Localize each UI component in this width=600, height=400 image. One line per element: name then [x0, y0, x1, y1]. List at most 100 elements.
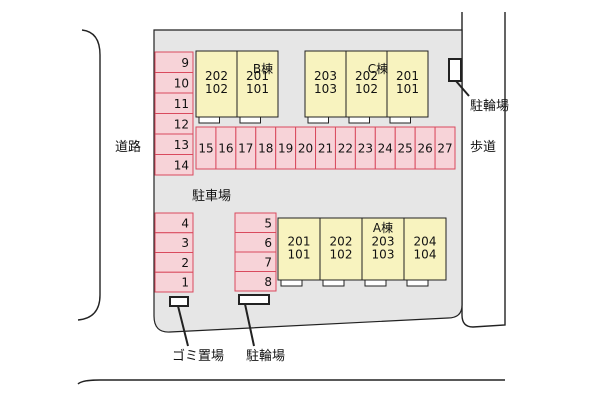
entrance-step: [406, 279, 429, 287]
parking-stall: 4: [154, 212, 194, 234]
parking-stall-number: 6: [264, 236, 272, 250]
entrance-step: [239, 116, 261, 124]
garbage-box: [169, 296, 189, 307]
unit-number-upper: 201: [396, 69, 419, 83]
parking-stall-number: 16: [218, 142, 233, 156]
parking-stall: 3: [154, 232, 194, 253]
bike-parking-bottom-leader: [244, 303, 255, 347]
unit-number-upper: 202: [330, 234, 353, 248]
parking-stall: 22: [334, 126, 356, 170]
parking-stall: 27: [434, 126, 456, 170]
parking-stall-number: 18: [258, 142, 273, 156]
parking-stall: 19: [275, 126, 297, 170]
parking-stall-number: 2: [181, 256, 189, 270]
parking-group-left-bottom: 4 3 2 1: [154, 212, 194, 293]
parking-stall-number: 12: [174, 117, 189, 131]
parking-stall-number: 23: [358, 142, 373, 156]
parking-stall: 24: [374, 126, 396, 170]
parking-stall-number: 25: [398, 142, 413, 156]
parking-stall-box: [154, 271, 194, 293]
unit-number-lower: 104: [414, 247, 437, 261]
unit-number-upper: 202: [355, 69, 378, 83]
parking-stall-number: 22: [338, 142, 353, 156]
parking-stall-number: 27: [437, 142, 452, 156]
parking-stall-number: 14: [174, 158, 189, 172]
parking-stall: 18: [255, 126, 277, 170]
parking-stall-number: 26: [417, 142, 432, 156]
parking-stall: 14: [154, 154, 194, 176]
parking-stall: 16: [215, 126, 237, 170]
unit-number-upper: 204: [414, 234, 437, 248]
unit-number-upper: 201: [246, 69, 269, 83]
parking-stall-number: 1: [181, 276, 189, 290]
parking-stall-number: 10: [174, 76, 189, 90]
parking-group-left-top: 9 10 11 12 13 14: [154, 51, 194, 176]
unit-number-upper: 203: [314, 69, 337, 83]
parking-stall-number: 21: [318, 142, 333, 156]
entrance-step: [198, 116, 220, 124]
parking-stall-number: 17: [238, 142, 253, 156]
entrance-step: [364, 279, 387, 287]
building-name: A棟: [373, 220, 393, 235]
parking-stall-box: [154, 154, 194, 176]
bike-parking-bottom-label: 駐輪場: [246, 348, 285, 364]
unit-number-lower: 103: [314, 82, 337, 96]
parking-stall-number: 4: [181, 216, 189, 230]
garbage-leader: [177, 305, 189, 347]
parking-stall-number: 8: [264, 275, 272, 289]
parking-stall: 6: [234, 232, 277, 253]
parking-stall-number: 19: [278, 142, 293, 156]
parking-group-middle-bottom: 5 67 8: [234, 212, 277, 292]
building-name: C棟: [368, 61, 388, 76]
parking-stall-number: 20: [298, 142, 313, 156]
entrance-step: [307, 116, 329, 124]
parking-stall: 8: [234, 271, 277, 292]
garbage-label: ゴミ置場: [172, 348, 224, 364]
parking-stall: 12: [154, 113, 194, 135]
parking-stall-number: 5: [264, 216, 272, 230]
unit-number-lower: 102: [330, 247, 353, 261]
unit-number-lower: 101: [396, 82, 419, 96]
unit-number-lower: 102: [355, 82, 378, 96]
road-bottom-line: [77, 379, 505, 385]
parking-stall: 5: [234, 212, 277, 233]
parking-stall: 9: [154, 51, 194, 73]
road-left-label: 道路: [115, 139, 141, 155]
parking-stall: 23: [354, 126, 376, 170]
bike-parking-right-leader: [455, 80, 470, 97]
parking-stall: 21: [315, 126, 336, 170]
unit-number-lower: 101: [246, 82, 269, 96]
parking-area-label: 駐車場: [192, 189, 231, 204]
bike-parking-bottom-box: [238, 294, 270, 305]
unit-number-lower: 103: [372, 247, 395, 261]
entrance-step: [348, 116, 370, 124]
parking-stall-number: 3: [181, 236, 189, 250]
sidewalk-right-curb: [461, 12, 506, 328]
bike-parking-right-box: [448, 58, 462, 82]
entrance-step: [322, 279, 345, 287]
unit-number-lower: 102: [205, 82, 228, 96]
unit-number-upper: 203: [372, 234, 395, 248]
parking-stall: 10: [154, 72, 194, 94]
parking-stall-number: 24: [378, 142, 393, 156]
parking-stall: 13: [154, 133, 194, 155]
unit-number-upper: 202: [205, 69, 228, 83]
road-left-curb: [77, 29, 101, 321]
parking-stall-number: 15: [198, 142, 213, 156]
parking-stall: 11: [154, 92, 194, 114]
unit-number-upper: 201: [288, 234, 311, 248]
parking-stall: 25: [394, 126, 416, 170]
parking-stall: 20: [295, 126, 317, 170]
entrance-step: [389, 116, 411, 124]
parking-stall-box: [434, 126, 456, 170]
parking-group-center: 15 16 17 18 19 20 21 22 23 24 25 26 27: [195, 126, 456, 170]
building-name: B棟: [253, 61, 273, 76]
parking-stall: 2: [154, 252, 194, 273]
parking-stall: 7: [234, 251, 277, 272]
parking-stall-number: 11: [174, 97, 189, 111]
parking-stall-number: 13: [174, 138, 189, 152]
